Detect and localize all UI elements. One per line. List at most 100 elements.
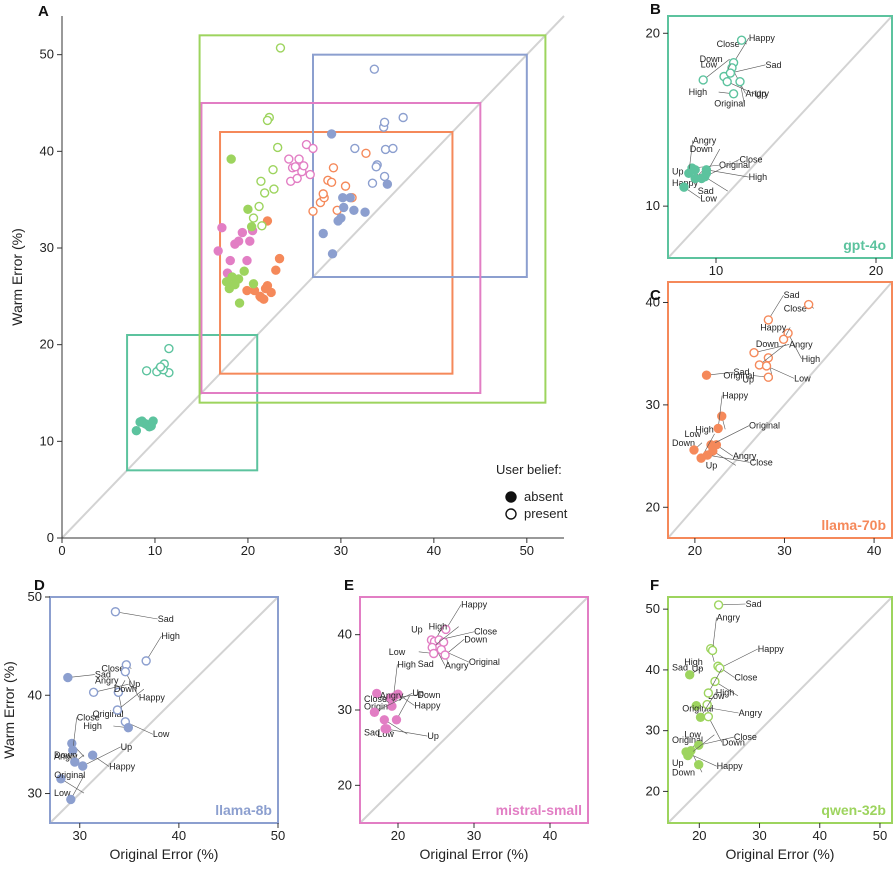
point-label: Up [672, 758, 684, 768]
point-llama-8b-absent [63, 672, 73, 683]
point-label: Sad [672, 663, 688, 673]
point-label: Original [469, 657, 500, 667]
point-label: High [749, 172, 768, 182]
legend-present-label: present [524, 506, 568, 521]
point-label: Sad [95, 670, 111, 680]
x-tick-label: 30 [752, 828, 766, 843]
point-qwen-32b-present [254, 201, 264, 212]
legend-present-marker [505, 508, 517, 520]
point-label: Down [464, 634, 487, 644]
point-label: Happy [760, 322, 787, 332]
zoom-box-llama-8b [312, 53, 528, 278]
point-mistral-small-absent [213, 246, 223, 256]
point-qwen-32b-absent [684, 670, 695, 680]
point-label-leader [385, 728, 428, 737]
point-llama-8b-absent [123, 722, 134, 733]
point-mistral-small-absent [393, 689, 403, 699]
point-label: Down [672, 438, 695, 448]
point-gpt-4o-absent [148, 416, 158, 426]
point-label-leader [700, 692, 716, 718]
y-tick-label: 0 [47, 530, 54, 545]
point-mistral-small-absent [242, 255, 252, 266]
panel-f-frame [667, 596, 893, 824]
point-llama-70b-present [361, 148, 371, 158]
point-label-leader [710, 425, 750, 446]
panel-c-diagonal [667, 281, 893, 539]
point-label: High [397, 659, 416, 669]
point-qwen-32b-present [262, 115, 273, 126]
y-tick-label: 30 [40, 240, 54, 255]
point-label: Low [54, 788, 71, 798]
point-mistral-small-absent [245, 236, 255, 246]
point-label-leader [125, 671, 140, 698]
point-mistral-small-absent [217, 222, 227, 233]
point-label: Low [794, 373, 811, 383]
point-label: Angry [746, 88, 770, 98]
point-mistral-small-present [441, 624, 451, 635]
point-qwen-32b-absent [691, 701, 702, 711]
point-mistral-small-present [294, 154, 304, 164]
point-label: Happy [749, 33, 776, 43]
point-label-leader [707, 454, 750, 463]
point-llama-70b-present [326, 177, 337, 187]
point-llama-8b-absent [327, 249, 338, 259]
point-label: High [695, 424, 714, 434]
point-llama-8b-present [398, 112, 408, 123]
point-llama-8b-absent [326, 129, 337, 139]
point-llama-70b-present [803, 299, 814, 310]
point-label: Close [364, 694, 387, 704]
point-llama-8b-absent [68, 745, 78, 755]
point-label: Happy [758, 644, 785, 654]
x-tick-label: 40 [867, 543, 881, 558]
point-mistral-small-present [438, 637, 449, 647]
point-label: Happy [461, 600, 488, 610]
point-llama-8b-absent [360, 207, 370, 217]
point-llama-70b-absent [689, 445, 699, 455]
point-label-leader [787, 333, 802, 359]
point-label-leader [698, 736, 734, 746]
point-label: Close [734, 673, 757, 683]
point-label: Down [700, 54, 723, 64]
point-gpt-4o-present [155, 362, 166, 372]
point-label-leader [727, 81, 755, 95]
point-qwen-32b-present [713, 600, 724, 610]
point-label: Sad [734, 367, 750, 377]
point-label-leader [712, 617, 717, 651]
point-llama-8b-absent [78, 761, 88, 771]
point-llama-70b-absent [271, 265, 281, 275]
point-label-leader [768, 294, 784, 321]
point-llama-8b-present [350, 143, 360, 154]
point-mistral-small-present [440, 650, 450, 660]
panel-e-x-axis-label: Original Error (%) [420, 846, 529, 862]
point-mistral-small-present [284, 154, 294, 164]
point-qwen-32b-present [702, 699, 712, 710]
point-label: Angry [739, 708, 763, 718]
point-label: Original [93, 709, 124, 719]
point-label: Angry [54, 752, 78, 762]
point-label-leader [72, 717, 78, 751]
x-tick-label: 40 [427, 543, 441, 558]
point-label-leader [759, 343, 787, 366]
x-tick-label: 40 [813, 828, 827, 843]
point-label: Low [701, 60, 718, 70]
point-label: Angry [716, 613, 740, 623]
y-tick-label: 40 [646, 662, 660, 677]
point-llama-70b-absent [274, 253, 285, 264]
panel-label-a: A [38, 3, 49, 20]
point-qwen-32b-absent [243, 204, 253, 215]
point-llama-70b-present [763, 315, 774, 325]
y-tick-label: 50 [40, 47, 54, 62]
point-label: Down [54, 750, 77, 760]
y-tick-label: 30 [28, 786, 42, 801]
x-tick-label: 10 [709, 263, 723, 278]
point-label: Down [722, 737, 745, 747]
point-label: Up [672, 166, 684, 176]
panel-d-y-axis-label: Warm Error (%) [1, 661, 17, 758]
point-gpt-4o-present [725, 68, 736, 78]
panel-label-b: B [650, 1, 661, 18]
panel-label-f: F [650, 577, 659, 594]
point-mistral-small-present [305, 169, 315, 180]
x-tick-label: 40 [172, 828, 186, 843]
point-qwen-32b-absent [234, 298, 245, 308]
